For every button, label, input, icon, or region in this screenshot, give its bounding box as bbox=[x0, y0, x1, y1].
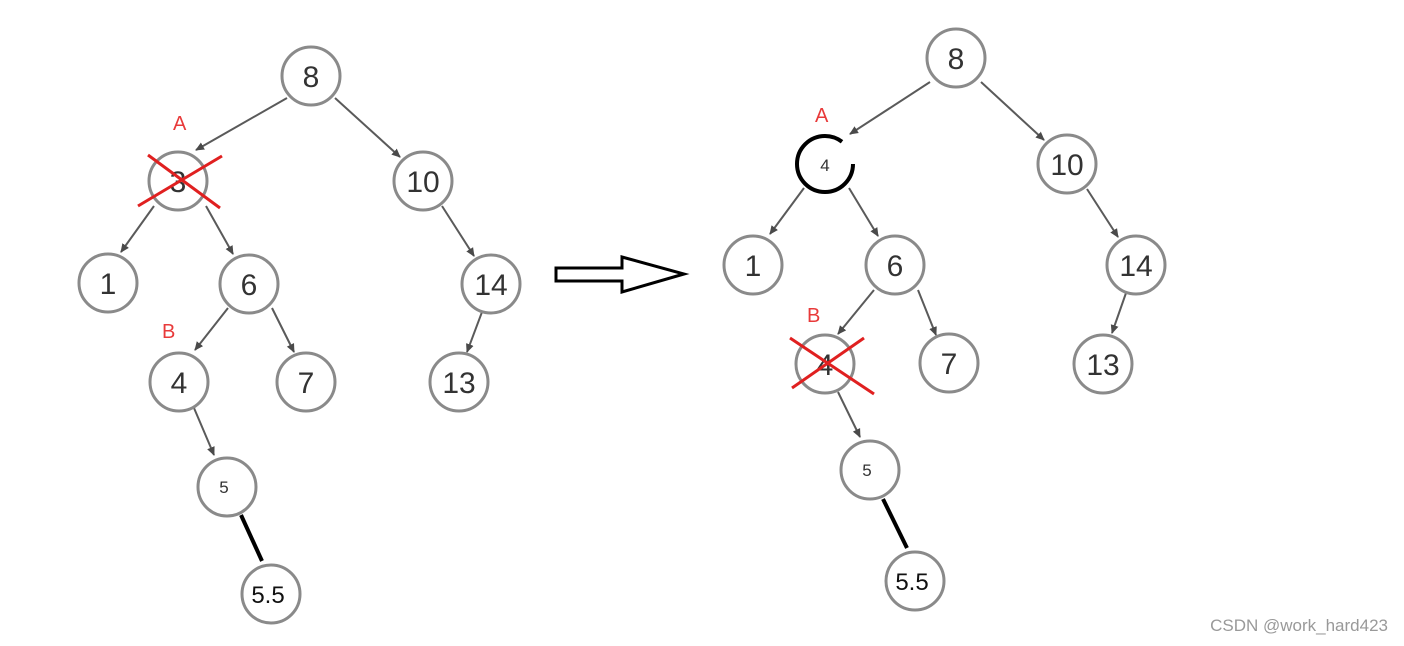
marker-a-label: A bbox=[815, 105, 829, 127]
node-label: 14 bbox=[1119, 250, 1152, 283]
node-label: 7 bbox=[298, 367, 315, 400]
node-label: 13 bbox=[1086, 349, 1119, 382]
before-tree: 8 3 10 1 6 14 4 7 bbox=[77, 45, 522, 625]
tree-node: 7 bbox=[275, 351, 337, 413]
tree-node: 5.5 bbox=[240, 563, 302, 625]
tree-node: 10 bbox=[392, 150, 454, 212]
edge-6-4 bbox=[837, 289, 875, 335]
marker-a-label: A bbox=[173, 113, 187, 135]
edge-4-6 bbox=[848, 187, 879, 237]
edge-4-5 bbox=[837, 391, 861, 438]
edge-6-7 bbox=[271, 307, 295, 353]
marker-b-label: B bbox=[807, 305, 820, 327]
edge-10-14 bbox=[1086, 188, 1119, 238]
edge-8-10 bbox=[980, 81, 1045, 141]
tree-node: 5.5 bbox=[884, 550, 946, 612]
node-label: 8 bbox=[303, 61, 320, 94]
tree-node: 6 bbox=[218, 253, 280, 315]
edge-4-1 bbox=[769, 187, 805, 235]
edge-3-6 bbox=[205, 205, 234, 255]
marker-b-label: B bbox=[162, 321, 175, 343]
tree-node: 7 bbox=[918, 332, 980, 394]
tree-node: 14 bbox=[1105, 234, 1167, 296]
node-label: 5 bbox=[219, 478, 228, 497]
edge-3-1 bbox=[120, 205, 155, 253]
tree-node-replaced: 4 bbox=[795, 134, 855, 194]
node-label: 10 bbox=[406, 166, 439, 199]
edge-5-5.5 bbox=[239, 514, 264, 562]
tree-node: 8 bbox=[280, 45, 342, 107]
edge-14-13 bbox=[466, 311, 483, 353]
edge-6-4 bbox=[194, 307, 229, 351]
transform-arrow-icon bbox=[554, 255, 690, 294]
edge-10-14 bbox=[441, 205, 475, 257]
node-label: 1 bbox=[745, 250, 762, 283]
node-label: 5 bbox=[862, 461, 871, 480]
node-label: 14 bbox=[474, 269, 507, 302]
node-label: 5.5 bbox=[251, 582, 284, 609]
tree-node: 5 bbox=[196, 456, 258, 518]
node-label: 1 bbox=[100, 268, 117, 301]
tree-node: 8 bbox=[925, 27, 987, 89]
tree-node: 5 bbox=[839, 439, 901, 501]
node-label: 6 bbox=[887, 250, 904, 283]
delete-cross-icon bbox=[137, 153, 223, 210]
watermark: CSDN @work_hard423 bbox=[1210, 616, 1388, 635]
node-label: 10 bbox=[1050, 149, 1083, 182]
edge-14-13 bbox=[1110, 292, 1127, 334]
node-label: 13 bbox=[442, 367, 475, 400]
edge-8-4 bbox=[849, 81, 931, 135]
after-tree: 8 4 10 1 6 14 4 7 bbox=[722, 27, 1167, 612]
node-label: 5.5 bbox=[895, 569, 928, 596]
tree-node: 13 bbox=[1072, 333, 1134, 395]
tree-node: 14 bbox=[460, 253, 522, 315]
edge-6-7 bbox=[917, 289, 937, 336]
edge-4-5 bbox=[193, 407, 215, 456]
edge-5-5.5 bbox=[881, 498, 909, 549]
tree-node: 6 bbox=[864, 234, 926, 296]
edge-8-10 bbox=[334, 97, 401, 158]
tree-node: 1 bbox=[722, 234, 784, 296]
node-label: 8 bbox=[948, 43, 965, 76]
node-label: 7 bbox=[941, 348, 958, 381]
tree-node: 1 bbox=[77, 252, 139, 314]
tree-node: 4 bbox=[148, 351, 210, 413]
delete-cross-icon bbox=[789, 336, 875, 396]
node-label: 4 bbox=[820, 156, 829, 175]
node-label: 6 bbox=[241, 269, 258, 302]
edge-8-3 bbox=[195, 97, 288, 151]
tree-node: 13 bbox=[428, 351, 490, 413]
tree-node: 10 bbox=[1036, 133, 1098, 195]
node-label: 4 bbox=[171, 367, 188, 400]
